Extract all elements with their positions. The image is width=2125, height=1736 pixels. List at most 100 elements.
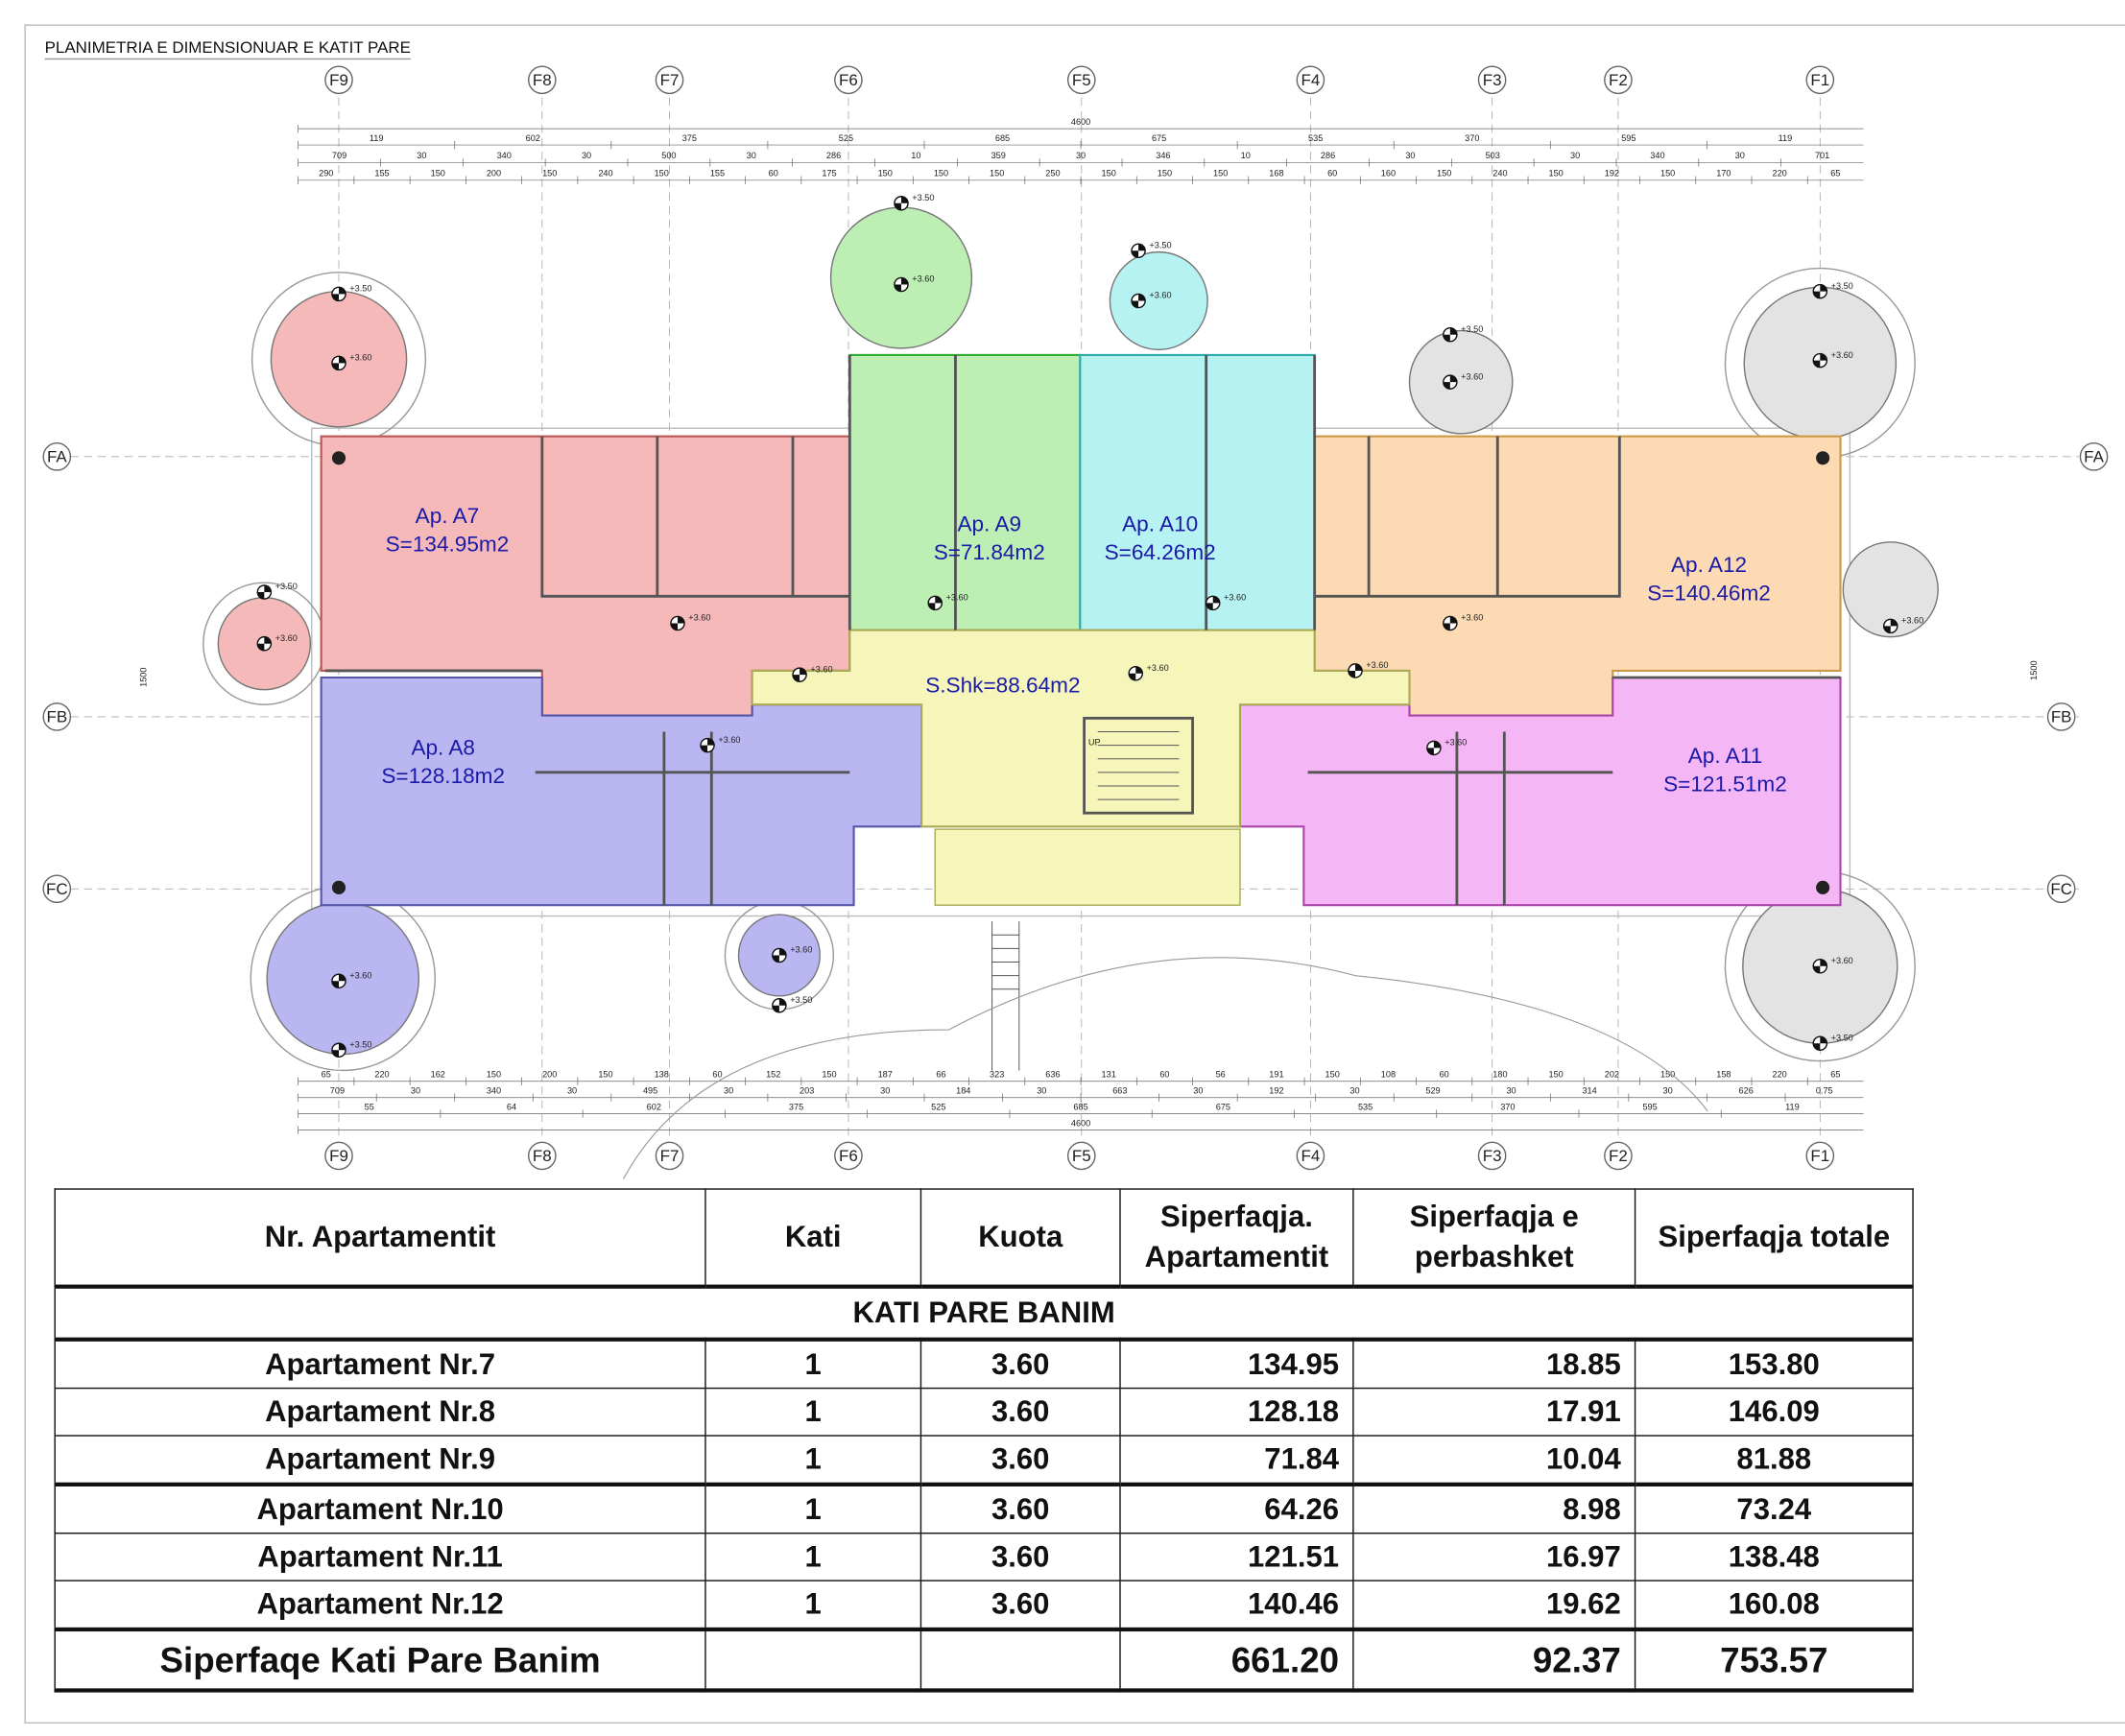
table-cell: 3.60	[919, 1339, 1121, 1390]
table-cell: 160.08	[1634, 1580, 1914, 1630]
level-marker: +3.60	[1443, 613, 1483, 631]
dimension-value: 30	[417, 151, 426, 160]
table-header-row: Nr. Apartamentit Kati Kuota Siperfaqja. …	[54, 1188, 1914, 1289]
axis-bubble-f1	[1805, 1141, 1835, 1171]
table-cell: 3.60	[919, 1484, 1121, 1534]
dimension-value: 150	[1549, 1070, 1564, 1080]
dimension-value: 675	[1216, 1102, 1230, 1111]
dimension-value: 626	[1739, 1085, 1754, 1095]
table-cell: Apartament Nr.12	[54, 1580, 706, 1630]
apt-a12-area: S=140.46m2	[1647, 582, 1771, 606]
axis-bubble-f4	[1296, 1141, 1325, 1171]
level-marker: +3.60	[700, 735, 741, 753]
apt-a10-name: Ap. A10	[1122, 512, 1198, 536]
level-marker: +3.60	[1443, 371, 1483, 390]
level-value: +3.60	[718, 735, 740, 745]
dimension-value: 55	[365, 1102, 374, 1111]
axis-label: F5	[1072, 71, 1091, 89]
level-value: +3.50	[1831, 281, 1853, 291]
axis-label: F2	[1609, 1147, 1628, 1165]
table-cell: Apartament Nr.7	[54, 1339, 706, 1390]
dimension-value: 503	[1486, 151, 1500, 160]
table-cell: 1	[704, 1339, 922, 1390]
axis-bubble-f9	[324, 1141, 353, 1171]
dimension-value: 286	[826, 151, 841, 160]
level-value: +3.60	[1461, 613, 1483, 623]
table-cell: 140.46	[1119, 1580, 1354, 1630]
level-marker: +3.60	[927, 593, 968, 611]
total-area: 753.57	[1634, 1629, 1914, 1692]
apt-a10-area: S=64.26m2	[1105, 540, 1216, 564]
level-marker: +3.60	[894, 274, 934, 293]
level-value: +3.60	[1147, 663, 1169, 673]
level-value: +3.60	[1831, 956, 1853, 965]
dimension-value: 675	[1152, 133, 1166, 143]
level-marker: +3.60	[1205, 593, 1246, 611]
axis-label: F3	[1483, 1147, 1502, 1165]
axis-bubble-f7	[655, 65, 684, 95]
dimension-value: 152	[766, 1070, 780, 1080]
dimension-value: 359	[991, 151, 1006, 160]
apt-a7-area: S=134.95m2	[386, 533, 510, 557]
dimension-value: 180	[1492, 1070, 1507, 1080]
axis-bubble-fc	[42, 874, 72, 904]
sheet-frame	[24, 24, 2125, 1724]
header-level: Kuota	[919, 1188, 1121, 1289]
dimension-value: 150	[431, 169, 445, 178]
apt-a12-name: Ap. A12	[1671, 553, 1747, 577]
area-table: Nr. Apartamentit Kati Kuota Siperfaqja. …	[54, 1188, 1914, 1692]
dimension-value: 30	[411, 1085, 420, 1095]
level-marker: +3.60	[670, 613, 710, 631]
level-marker: +3.50	[256, 582, 298, 600]
dimension-value: 162	[431, 1070, 445, 1080]
dimension-value: 170	[1716, 169, 1731, 178]
dimension-value: 155	[710, 169, 725, 178]
zone-a9	[848, 353, 1082, 631]
axis-bubble-f5	[1066, 1141, 1096, 1171]
table-cell: Apartament Nr.11	[54, 1532, 706, 1581]
section-title: KATI PARE BANIM	[54, 1285, 1914, 1342]
dimension-value: 200	[487, 169, 501, 178]
table-cell: 1	[704, 1387, 922, 1437]
dimension-value: 184	[956, 1085, 970, 1095]
dimension-value: 30	[1405, 151, 1415, 160]
table-cell: 153.80	[1634, 1339, 1914, 1390]
dimension-value: 323	[990, 1070, 1004, 1080]
table-cell: 64.26	[1119, 1484, 1354, 1534]
dimension-value: 685	[995, 133, 1010, 143]
total-apartment-area: 661.20	[1119, 1629, 1354, 1692]
dimension-value: 220	[374, 1070, 389, 1080]
dimension-value: 290	[319, 169, 333, 178]
apt-a11-area: S=121.51m2	[1663, 773, 1787, 797]
table-cell: 10.04	[1352, 1435, 1636, 1486]
level-marker: +3.60	[772, 945, 812, 963]
axis-label: FA	[47, 447, 67, 465]
table-cell: 19.62	[1352, 1580, 1636, 1630]
dimension-value: 119	[1779, 133, 1793, 143]
axis-bubble-f4	[1296, 65, 1325, 95]
axis-bubble-f8	[527, 1141, 557, 1171]
dimension-value: 30	[724, 1085, 733, 1095]
axis-bubble-fb	[2046, 702, 2076, 731]
level-value: +3.50	[1461, 324, 1483, 334]
axis-label: F9	[329, 71, 348, 89]
axis-label: F6	[839, 1147, 858, 1165]
level-value: +3.60	[790, 945, 812, 955]
dimension-value: 240	[598, 169, 612, 178]
dimension-value: 220	[1772, 1070, 1786, 1080]
dimension-value: 150	[878, 169, 893, 178]
dimension-value: 30	[582, 151, 591, 160]
dimension-value: 65	[1830, 169, 1840, 178]
level-marker: +3.50	[1812, 1033, 1853, 1052]
axis-bubble-f3	[1477, 1141, 1507, 1171]
dimension-value: 250	[1045, 169, 1060, 178]
apt-a8-name: Ap. A8	[411, 735, 475, 759]
left-total-dimension: 1500	[138, 668, 148, 687]
level-value: +3.60	[1901, 616, 1923, 626]
dimension-value: 131	[1102, 1070, 1116, 1080]
table-cell: 18.85	[1352, 1339, 1636, 1390]
level-markers: +3.50 +3.60 +3.50 +3.60 +3.60 +3.50 +3.60 +3.50…	[256, 193, 1923, 1058]
